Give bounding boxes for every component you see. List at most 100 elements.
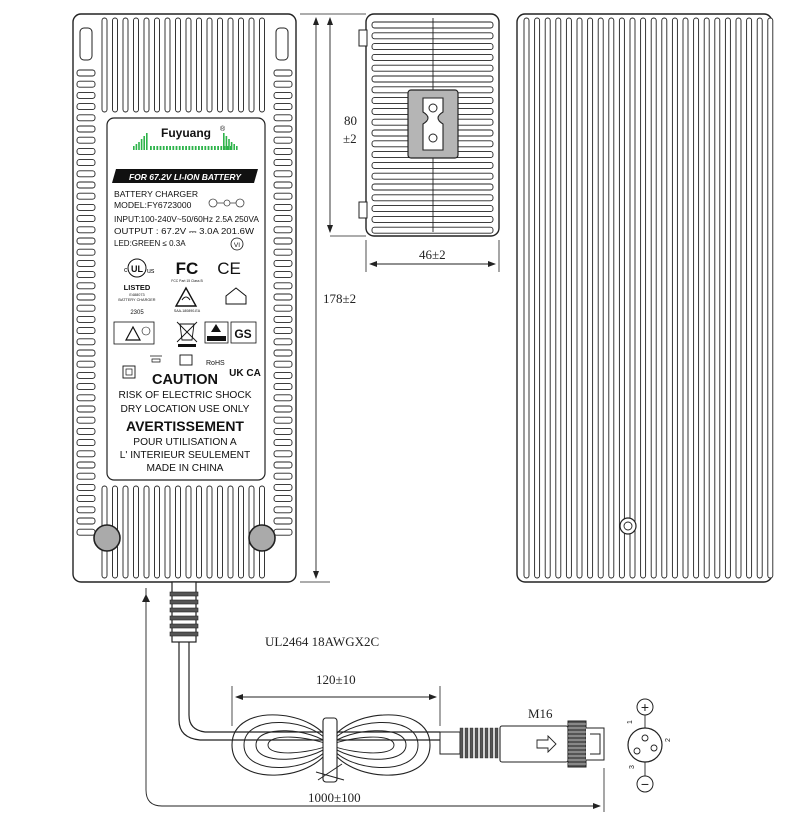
front-fin-right bbox=[273, 170, 293, 178]
logo-bar-left bbox=[135, 144, 138, 150]
front-fin-left bbox=[76, 203, 96, 211]
french-line-2: L' INTERIEUR SEULEMENT bbox=[120, 450, 250, 461]
front-fin-right bbox=[273, 203, 293, 211]
front-fin-left bbox=[76, 293, 96, 301]
plug-boot bbox=[439, 731, 461, 755]
front-fin-bottom bbox=[133, 485, 139, 579]
plug-rib bbox=[489, 727, 494, 759]
logo-bar-base bbox=[204, 146, 207, 150]
front-top-slot-left bbox=[79, 27, 93, 61]
efficiency-badge: VI bbox=[234, 242, 240, 249]
side-fin bbox=[544, 17, 551, 579]
front-fin-top bbox=[259, 17, 265, 113]
rcm-mark-icon bbox=[174, 286, 198, 307]
logo-bar-base bbox=[169, 146, 171, 150]
logo-bar-base bbox=[182, 146, 184, 150]
side-fin bbox=[671, 17, 678, 579]
front-fin-right bbox=[273, 293, 293, 301]
front-fin-right bbox=[273, 69, 293, 77]
side-fin bbox=[534, 17, 541, 579]
front-fin-left bbox=[76, 192, 96, 200]
front-fin-left bbox=[76, 439, 96, 447]
pin-plus-label: + bbox=[641, 699, 649, 715]
end-fin bbox=[371, 75, 494, 83]
front-fin-left bbox=[76, 315, 96, 323]
end-fin bbox=[371, 183, 494, 191]
rcm-small-text: SAA-180890-EA bbox=[174, 309, 201, 313]
logo-bar-left bbox=[146, 133, 148, 150]
front-fin-bottom bbox=[143, 485, 150, 579]
logo-bar-base bbox=[178, 146, 181, 150]
warning-line-2: DRY LOCATION USE ONLY bbox=[121, 404, 250, 415]
side-fin bbox=[767, 17, 774, 579]
front-fin-right bbox=[273, 181, 293, 189]
front-fin-top bbox=[185, 17, 192, 113]
logo-bar-right bbox=[225, 136, 228, 150]
logo-bar-base bbox=[194, 146, 197, 150]
front-fin-top bbox=[248, 17, 255, 113]
side-fins bbox=[523, 17, 774, 579]
front-fin-top bbox=[217, 17, 223, 113]
plug-rib bbox=[464, 727, 469, 759]
strain-relief-rings bbox=[169, 591, 199, 637]
front-fin-left bbox=[76, 69, 96, 77]
front-fin-left bbox=[76, 517, 96, 525]
front-fin-right bbox=[273, 416, 293, 424]
front-fin-left bbox=[76, 461, 96, 469]
strain-relief-ring bbox=[169, 631, 199, 637]
side-fin bbox=[629, 17, 636, 579]
pin-3-icon bbox=[633, 747, 641, 755]
front-fin-right bbox=[273, 271, 293, 279]
end-fin bbox=[371, 194, 494, 202]
front-view: Fuyuang ® FOR 67.2V LI-ION BATTERY BATTE… bbox=[72, 13, 297, 583]
label-led: LED:GREEN ≤ 0.3A bbox=[114, 239, 186, 248]
logo-bar-base bbox=[153, 146, 155, 150]
logo-bar-base bbox=[198, 146, 200, 150]
plug-rib bbox=[459, 727, 464, 759]
logo-bar-base bbox=[188, 146, 191, 150]
front-fin-left bbox=[76, 259, 96, 267]
plug-rib bbox=[484, 727, 489, 759]
end-fin bbox=[371, 226, 494, 234]
gs-mark: GS bbox=[234, 327, 251, 341]
plug-rib bbox=[479, 727, 484, 759]
fuse-icon bbox=[150, 355, 162, 363]
brand-logo-icon bbox=[133, 133, 238, 150]
label-banner bbox=[112, 169, 258, 183]
brand-registered: ® bbox=[220, 125, 226, 133]
end-fin bbox=[371, 172, 494, 180]
house-icon bbox=[225, 287, 247, 305]
side-screw-inner bbox=[623, 521, 633, 531]
ac-pin-top bbox=[428, 103, 438, 113]
front-fin-left bbox=[76, 237, 96, 245]
ul-category: BATTERY CHARGER bbox=[118, 298, 155, 302]
front-fin-left bbox=[76, 282, 96, 290]
cable-coil bbox=[231, 714, 431, 776]
front-fin-right bbox=[273, 282, 293, 290]
logo-bar-base bbox=[223, 146, 226, 150]
front-fin-right bbox=[273, 136, 293, 144]
front-fin-left bbox=[76, 271, 96, 279]
side-fin bbox=[523, 17, 530, 579]
side-fin bbox=[661, 17, 668, 579]
pinout-face bbox=[627, 727, 663, 763]
front-fin-right bbox=[273, 80, 293, 88]
front-fin-bottom bbox=[164, 485, 171, 579]
front-fin-left bbox=[76, 405, 96, 413]
strain-relief-ring bbox=[169, 591, 199, 597]
svg-text:us: us bbox=[147, 268, 155, 275]
front-fin-left bbox=[76, 338, 96, 346]
label-input: INPUT:100-240V~50/60Hz 2.5A 250VA bbox=[114, 215, 260, 224]
dim-width: 46±2 bbox=[419, 247, 446, 262]
front-fin-left bbox=[76, 360, 96, 368]
end-clip-bottom bbox=[358, 201, 368, 219]
ul-code: 2305 bbox=[130, 310, 144, 316]
front-fin-right bbox=[273, 304, 293, 312]
logo-bar-base bbox=[191, 146, 194, 150]
front-fin-right bbox=[273, 450, 293, 458]
front-fin-right bbox=[273, 383, 293, 391]
strain-relief-ring bbox=[169, 607, 199, 613]
logo-bar-left bbox=[133, 146, 135, 150]
front-fin-right bbox=[273, 215, 293, 223]
